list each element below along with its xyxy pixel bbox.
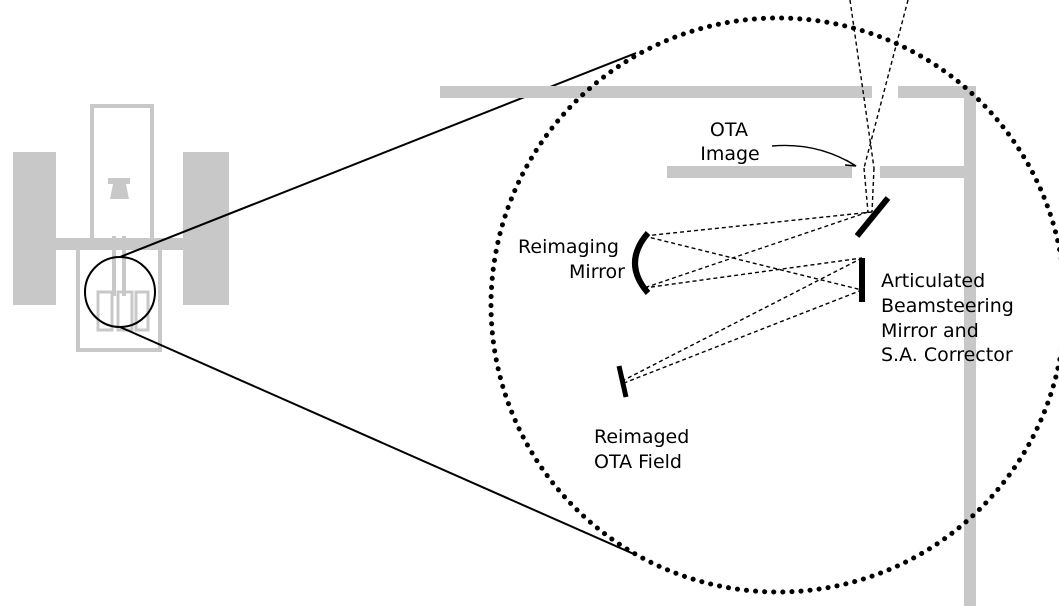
reimaged-field-label: Reimaged OTA Field (594, 426, 695, 473)
baffle-right (122, 236, 126, 296)
fold-mirror (854, 196, 891, 238)
reimaged-field-mark (616, 365, 629, 398)
secondary-mirror-icon (108, 178, 130, 199)
spacecraft-bus (56, 238, 183, 250)
telescope-silhouette (13, 104, 229, 352)
ota-image-pointer (771, 144, 857, 167)
reimaging-mirror (632, 231, 651, 295)
left-solar-panel (13, 152, 56, 305)
ota-image-arrowhead (844, 159, 857, 167)
beamsteering-label: Articulated Beamsteering Mirror and S.A.… (881, 270, 1020, 366)
reimaging-mirror-label: Reimaging Mirror (518, 236, 625, 283)
instrument-bay-2 (116, 290, 134, 332)
light-rays (623, 0, 909, 384)
zoom-line-bottom (119, 326, 637, 556)
zoom-circle (488, 15, 1059, 595)
instrument-bay-1 (96, 290, 114, 332)
instrument-structure (440, 86, 976, 606)
baffle-left (112, 236, 116, 296)
instrument-bay-3 (134, 290, 150, 332)
ota-image-label: OTA Image (700, 119, 760, 165)
